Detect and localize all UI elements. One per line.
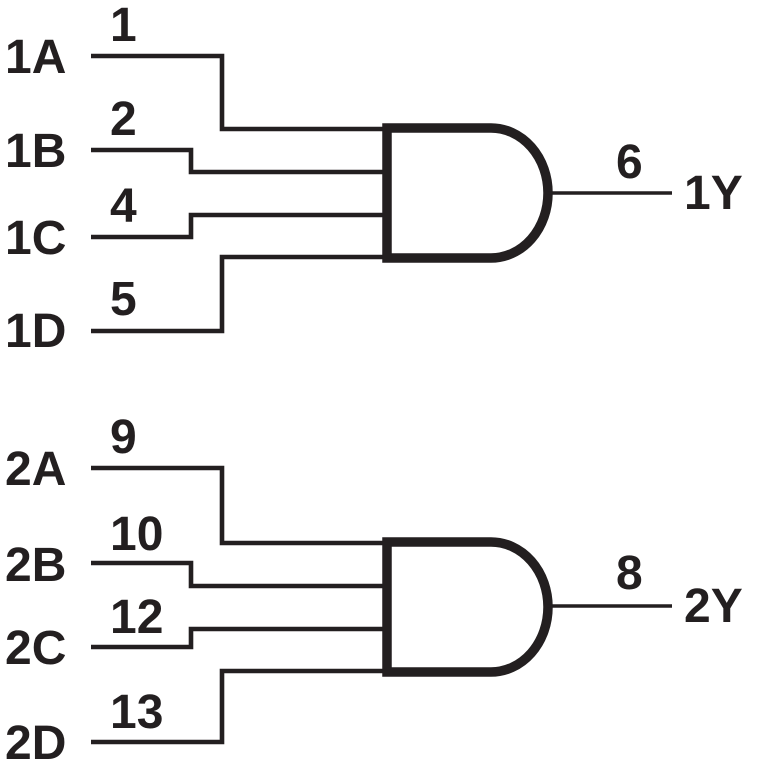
gate2-input-label-a: 2A: [5, 443, 66, 496]
gate1-input-pin-c: 4: [110, 180, 137, 233]
gate1-output-pin: 6: [616, 136, 643, 189]
gate2-output-pin: 8: [616, 547, 643, 600]
gate-1: 1A 1 1B 2 1C 4 1D 5 6 1Y: [5, 0, 743, 358]
gate1-and-gate-symbol: [382, 123, 553, 263]
gate2-input-wire-c: [91, 626, 390, 650]
gate1-input-pin-a: 1: [110, 0, 137, 52]
gate1-input-wire-c: [91, 212, 390, 240]
gate1-input-wire-b: [91, 147, 390, 175]
gate2-input-pin-d: 13: [110, 686, 163, 739]
gate2-input-wire-d: [91, 668, 390, 745]
gate2-input-pin-c: 12: [110, 591, 163, 644]
gate1-input-label-d: 1D: [5, 305, 66, 358]
gate2-input-pin-b: 10: [110, 508, 163, 561]
gate1-input-label-c: 1C: [5, 212, 66, 265]
gate1-input-label-b: 1B: [5, 125, 66, 178]
gate2-and-gate-symbol: [382, 537, 553, 677]
gate1-input-pin-d: 5: [110, 273, 137, 326]
gate2-input-label-d: 2D: [5, 717, 66, 765]
gate2-input-wire-b: [91, 560, 390, 589]
gate2-output-label: 2Y: [684, 580, 743, 633]
gate2-input-wire-a: [91, 465, 390, 546]
gate2-input-pin-a: 9: [110, 411, 137, 464]
gate1-input-wire-d: [91, 254, 390, 334]
gate1-input-label-a: 1A: [5, 31, 66, 84]
gate-2: 2A 9 2B 10 2C 12 2D 13 8 2Y: [5, 411, 743, 765]
gate2-input-label-c: 2C: [5, 622, 66, 675]
gate1-output-label: 1Y: [684, 167, 743, 220]
gate2-input-label-b: 2B: [5, 539, 66, 592]
gate1-input-pin-b: 2: [110, 93, 137, 146]
gate1-input-wire-a: [91, 53, 390, 132]
